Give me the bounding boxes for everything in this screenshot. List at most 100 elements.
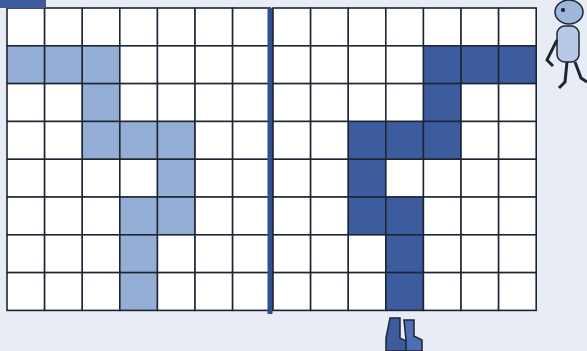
right-grid-cell bbox=[311, 121, 349, 159]
right-grid-cell bbox=[348, 46, 386, 84]
left-grid-cell bbox=[195, 235, 233, 273]
right-grid-cell bbox=[311, 8, 349, 46]
left-grid-cell bbox=[45, 273, 83, 311]
right-grid-cell bbox=[386, 46, 424, 84]
left-grid-cell bbox=[7, 159, 45, 197]
right-shaded-cell bbox=[386, 121, 424, 159]
right-grid-cell bbox=[273, 8, 311, 46]
left-grid-cell bbox=[7, 273, 45, 311]
right-grid-cell bbox=[273, 121, 311, 159]
right-grid-cell bbox=[386, 8, 424, 46]
left-grid-cell bbox=[157, 273, 195, 311]
right-grid-cell bbox=[273, 235, 311, 273]
left-shaded-cell bbox=[82, 121, 120, 159]
right-shaded-cell bbox=[386, 197, 424, 235]
right-grid-cell bbox=[461, 121, 499, 159]
right-grid-cell bbox=[461, 159, 499, 197]
right-grid-cell bbox=[423, 235, 461, 273]
walking-figure-icon bbox=[547, 0, 587, 88]
right-grid-cell bbox=[499, 235, 537, 273]
boots-icon bbox=[386, 318, 422, 351]
left-grid-cell bbox=[82, 159, 120, 197]
right-grid-cell bbox=[273, 46, 311, 84]
left-shaded-cell bbox=[82, 46, 120, 84]
right-grid bbox=[273, 8, 536, 310]
right-grid-cell bbox=[348, 235, 386, 273]
right-shaded-cell bbox=[423, 46, 461, 84]
left-shaded-cell bbox=[82, 84, 120, 122]
left-grid-cell bbox=[233, 46, 271, 84]
right-grid-cell bbox=[311, 197, 349, 235]
left-shaded-cell bbox=[120, 235, 158, 273]
left-grid bbox=[7, 8, 270, 310]
left-shaded-cell bbox=[120, 197, 158, 235]
right-grid-cell bbox=[273, 197, 311, 235]
left-grid-cell bbox=[233, 8, 271, 46]
left-grid-cell bbox=[120, 8, 158, 46]
left-shaded-cell bbox=[157, 121, 195, 159]
right-shaded-cell bbox=[348, 197, 386, 235]
left-shaded-cell bbox=[7, 46, 45, 84]
right-grid-cell bbox=[311, 273, 349, 311]
left-shaded-cell bbox=[157, 159, 195, 197]
left-grid-cell bbox=[195, 121, 233, 159]
right-grid-cell bbox=[311, 46, 349, 84]
left-grid-cell bbox=[233, 235, 271, 273]
left-grid-cell bbox=[233, 84, 271, 122]
left-grid-cell bbox=[157, 84, 195, 122]
right-grid-cell bbox=[311, 235, 349, 273]
right-grid-cell bbox=[311, 84, 349, 122]
left-grid-cell bbox=[82, 197, 120, 235]
right-shaded-cell bbox=[423, 84, 461, 122]
left-grid-cell bbox=[7, 235, 45, 273]
left-shaded-cell bbox=[45, 46, 83, 84]
left-grid-cell bbox=[120, 159, 158, 197]
left-grid-cell bbox=[82, 235, 120, 273]
right-shaded-cell bbox=[348, 121, 386, 159]
right-grid-cell bbox=[423, 197, 461, 235]
right-grid-cell bbox=[273, 84, 311, 122]
right-grid-cell bbox=[348, 273, 386, 311]
left-grid-cell bbox=[7, 84, 45, 122]
right-shaded-cell bbox=[461, 46, 499, 84]
left-grid-cell bbox=[157, 235, 195, 273]
left-grid-cell bbox=[45, 197, 83, 235]
right-grid-cell bbox=[311, 159, 349, 197]
left-grid-cell bbox=[157, 8, 195, 46]
left-grid-cell bbox=[157, 46, 195, 84]
right-grid-cell bbox=[461, 273, 499, 311]
left-grid-cell bbox=[7, 8, 45, 46]
right-grid-cell bbox=[273, 273, 311, 311]
left-grid-cell bbox=[233, 197, 271, 235]
grid-divider bbox=[268, 8, 273, 314]
left-grid-cell bbox=[195, 8, 233, 46]
left-shaded-cell bbox=[120, 121, 158, 159]
right-grid-cell bbox=[461, 197, 499, 235]
right-grid-cell bbox=[423, 273, 461, 311]
left-grid-cell bbox=[195, 197, 233, 235]
right-shaded-cell bbox=[386, 235, 424, 273]
right-grid-cell bbox=[461, 84, 499, 122]
right-shaded-cell bbox=[348, 159, 386, 197]
right-grid-cell bbox=[348, 84, 386, 122]
left-shaded-cell bbox=[157, 197, 195, 235]
left-grid-cell bbox=[45, 235, 83, 273]
right-grid-cell bbox=[499, 8, 537, 46]
right-shaded-cell bbox=[423, 121, 461, 159]
left-grid-cell bbox=[195, 273, 233, 311]
right-grid-cell bbox=[499, 121, 537, 159]
left-grid-cell bbox=[233, 273, 271, 311]
left-grid-cell bbox=[45, 159, 83, 197]
right-grid-cell bbox=[499, 197, 537, 235]
left-shaded-cell bbox=[120, 273, 158, 311]
right-grid-cell bbox=[461, 235, 499, 273]
right-grid-cell bbox=[461, 8, 499, 46]
right-grid-cell bbox=[499, 159, 537, 197]
left-grid-cell bbox=[82, 273, 120, 311]
left-grid-cell bbox=[120, 46, 158, 84]
right-grid-cell bbox=[423, 159, 461, 197]
left-grid-cell bbox=[195, 46, 233, 84]
left-grid-cell bbox=[195, 159, 233, 197]
left-grid-cell bbox=[233, 159, 271, 197]
